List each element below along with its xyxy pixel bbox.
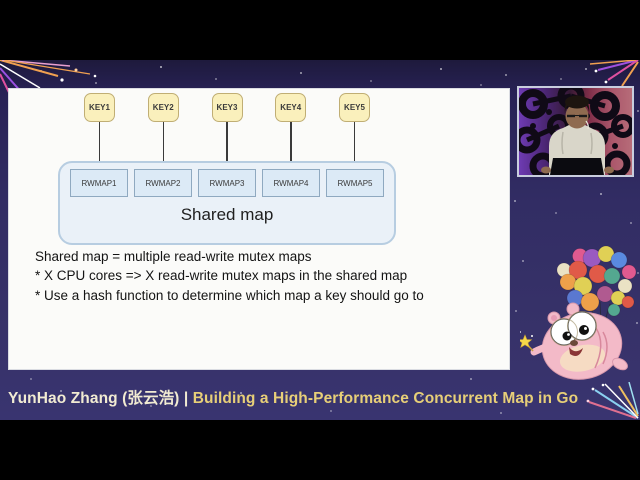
lower-third-caption: YunHao Zhang (张云浩) | Building a High-Per…	[8, 386, 578, 408]
shared-map-label: Shared map	[180, 205, 274, 224]
key-box-1: KEY1	[84, 93, 115, 122]
talk-title: Building a High-Performance Concurrent M…	[192, 390, 579, 407]
firework-icon-top-right	[589, 60, 639, 87]
speaker-name: YunHao Zhang (张云浩)	[8, 390, 180, 407]
bullet-line-2: * X CPU cores => X read-write mutex maps…	[35, 268, 408, 284]
rwmap-box-5: RWMAP5	[326, 169, 384, 197]
gopher-arm	[530, 340, 558, 356]
rwmap-row: RWMAP1 RWMAP2 RWMAP3 RWMAP4 RWMAP5	[60, 163, 394, 197]
caption-separator: |	[183, 390, 189, 407]
rwmap-box-1: RWMAP1	[70, 169, 128, 197]
shared-map-container: RWMAP1 RWMAP2 RWMAP3 RWMAP4 RWMAP5 Share…	[58, 161, 396, 245]
rwmap-box-3: RWMAP3	[198, 169, 256, 197]
gopher-mascot	[520, 245, 637, 380]
stage-background: KEY1 KEY2 KEY3 KEY4 KEY5 RWMAP1 RWMAP2 R…	[0, 60, 640, 420]
presentation-slide: KEY1 KEY2 KEY3 KEY4 KEY5 RWMAP1 RWMAP2 R…	[8, 88, 510, 370]
arrow-key4-to-map4	[287, 122, 294, 169]
gopher-body	[530, 302, 628, 380]
star-wand-icon	[520, 331, 534, 352]
speaker-webcam	[517, 86, 634, 177]
bullet-line-1: Shared map = multiple read-write mutex m…	[35, 249, 312, 264]
balloons-icon	[556, 245, 637, 317]
speaker-video-feed	[519, 88, 632, 175]
firework-icon-bottom-right	[586, 382, 639, 419]
arrow-key1-to-map1	[96, 122, 103, 169]
gopher-nose	[570, 340, 578, 346]
key-box-3: KEY3	[211, 93, 243, 122]
speaker-figure	[541, 95, 614, 175]
key-box-4: KEY4	[275, 93, 307, 122]
bullet-line-3: * Use a hash function to determine which…	[35, 287, 424, 303]
key-box-2: KEY2	[147, 93, 179, 122]
key-box-5: KEY5	[339, 93, 370, 122]
gopher-mouth	[569, 347, 583, 356]
arrow-key2-to-map2	[160, 122, 167, 169]
rwmap-box-4: RWMAP4	[262, 169, 320, 197]
arrow-key3-to-map3	[223, 122, 230, 169]
arrow-key5-to-map5	[351, 122, 358, 169]
rwmap-box-2: RWMAP2	[134, 169, 192, 197]
slide-bullet-text: Shared map = multiple read-write mutex m…	[35, 247, 424, 305]
